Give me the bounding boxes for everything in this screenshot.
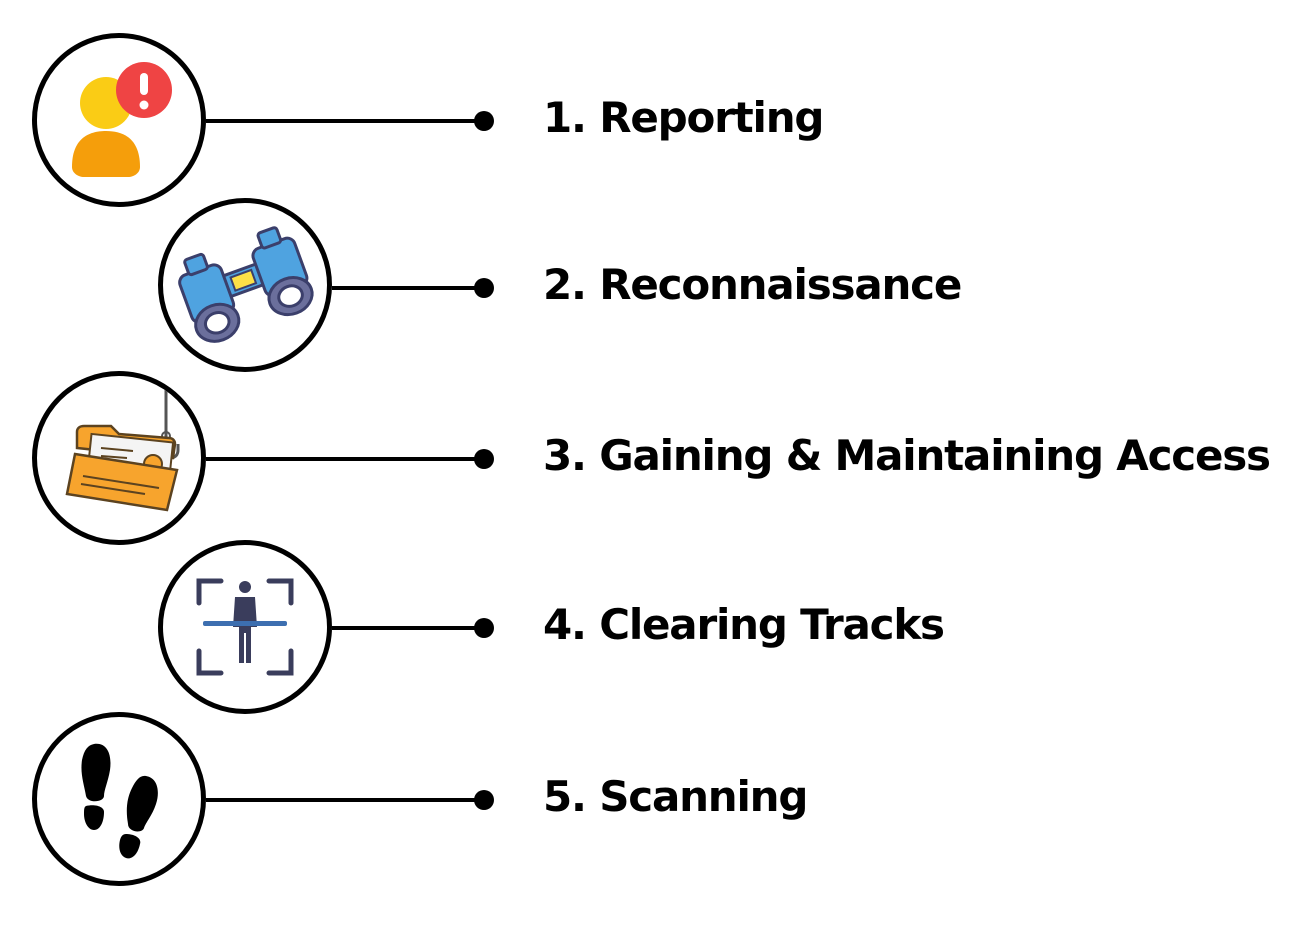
step-3-circle: [32, 371, 206, 545]
step-4-circle: [158, 540, 332, 714]
step-1-label: 1. Reporting: [543, 93, 825, 142]
step-reporting: 1. Reporting: [0, 30, 1314, 210]
step-1-circle: [32, 33, 206, 207]
phishing-folder-icon: [65, 388, 180, 512]
step-3-connector: [206, 457, 484, 461]
step-4-label: 4. Clearing Tracks: [543, 600, 945, 649]
step-5-connector: [206, 798, 484, 802]
user-alert-icon: [72, 62, 172, 177]
step-gaining-access: 3. Gaining & Maintaining Access: [0, 368, 1314, 548]
step-1-connector: [206, 119, 484, 123]
step-scanning: 5. Scanning: [0, 709, 1314, 889]
step-2-label: 2. Reconnaissance: [543, 260, 962, 309]
step-5-circle: [32, 712, 206, 886]
step-1-dot: [474, 111, 494, 131]
body-scan-icon: [196, 578, 294, 676]
footprints-icon: [81, 743, 158, 859]
step-3-label: 3. Gaining & Maintaining Access: [543, 431, 1271, 480]
step-4-connector: [332, 626, 484, 630]
step-reconnaissance: 2. Reconnaissance: [0, 195, 1314, 375]
step-3-dot: [474, 449, 494, 469]
binoculars-icon: [178, 226, 314, 343]
step-5-label: 5. Scanning: [543, 772, 808, 821]
step-clearing-tracks: 4. Clearing Tracks: [0, 537, 1314, 717]
step-5-dot: [474, 790, 494, 810]
step-2-circle: [158, 198, 332, 372]
step-2-connector: [332, 286, 484, 290]
step-2-dot: [474, 278, 494, 298]
step-4-dot: [474, 618, 494, 638]
